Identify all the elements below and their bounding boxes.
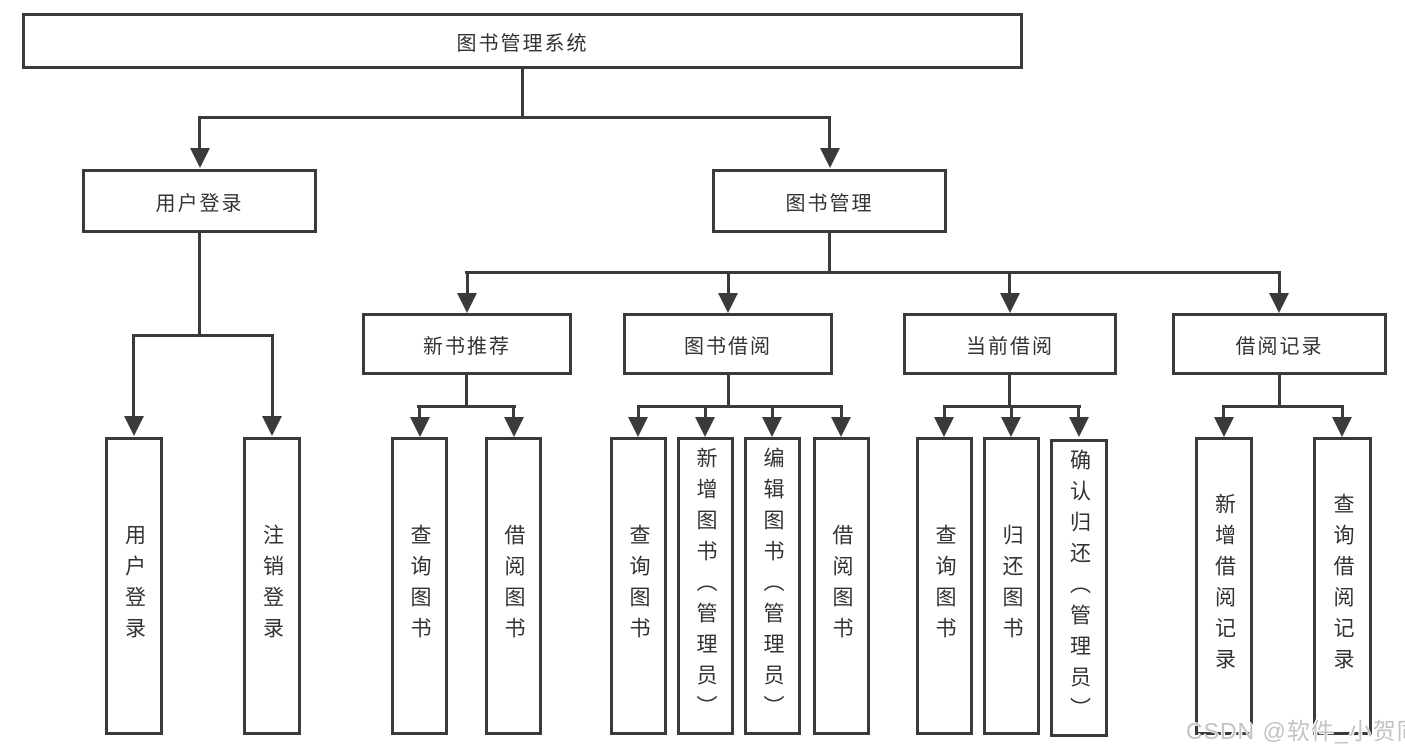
- node-user-login-branch: 用户登录: [82, 169, 317, 233]
- node-label: 归还图书: [1000, 524, 1023, 648]
- arrow-down-icon: [1000, 293, 1020, 313]
- connector-stem: [271, 334, 274, 416]
- arrow-down-icon: [262, 416, 282, 436]
- leaf-edit-book-admin: 编辑图书（管理员）: [744, 437, 801, 735]
- connector-stub: [465, 375, 468, 408]
- connector-level2-hline: [465, 271, 1281, 274]
- node-label: 新增图书（管理员）: [694, 446, 717, 726]
- connector-root-stub: [521, 69, 524, 119]
- node-label: 用户登录: [122, 524, 146, 648]
- node-label: 查询借阅记录: [1331, 493, 1354, 679]
- connector-stem: [1341, 405, 1344, 419]
- node-label: 查询图书: [627, 524, 650, 648]
- connector-hline: [1222, 405, 1344, 408]
- node-new-book-recommend: 新书推荐: [362, 313, 572, 375]
- node-label: 新书推荐: [423, 335, 511, 358]
- node-borrowing-records: 借阅记录: [1172, 313, 1387, 375]
- node-label: 注销登录: [260, 524, 284, 648]
- leaf-confirm-return-admin: 确认归还（管理员）: [1050, 439, 1108, 737]
- connector-level1-hline: [198, 116, 831, 119]
- arrow-down-icon: [457, 293, 477, 313]
- connector-stem: [1077, 405, 1080, 419]
- arrow-down-icon: [831, 417, 851, 437]
- connector-stem: [943, 405, 946, 419]
- arrow-down-icon: [124, 416, 144, 436]
- connector-stem: [466, 271, 469, 296]
- leaf-logout: 注销登录: [243, 437, 301, 735]
- leaf-borrow-books-recommend: 借阅图书: [485, 437, 542, 735]
- arrow-down-icon: [695, 417, 715, 437]
- leaf-add-borrow-record: 新增借阅记录: [1195, 437, 1253, 735]
- arrow-down-icon: [190, 148, 210, 168]
- arrow-down-icon: [718, 293, 738, 313]
- node-label: 查询图书: [933, 524, 956, 648]
- connector-user-login-hline: [132, 334, 274, 337]
- leaf-user-login: 用户登录: [105, 437, 163, 735]
- node-label: 图书借阅: [684, 335, 772, 358]
- arrow-down-icon: [410, 417, 430, 437]
- leaf-query-books-recommend: 查询图书: [391, 437, 448, 735]
- node-label: 借阅图书: [830, 524, 853, 648]
- node-library-management-system: 图书管理系统: [22, 13, 1023, 69]
- node-label: 借阅记录: [1235, 335, 1324, 358]
- connector-book-mgmt-down: [828, 233, 831, 274]
- connector-hline: [417, 405, 516, 408]
- node-label: 查询图书: [408, 524, 431, 648]
- arrow-down-icon: [934, 417, 954, 437]
- node-label: 确认归还（管理员）: [1067, 448, 1091, 728]
- node-label: 图书管理: [785, 192, 874, 215]
- connector-stem: [704, 405, 707, 419]
- arrow-down-icon: [1214, 417, 1234, 437]
- connector-stub: [727, 375, 730, 408]
- connector-book-mgmt-stem: [828, 116, 831, 152]
- connector-stem: [1010, 405, 1013, 419]
- node-label: 用户登录: [155, 192, 244, 215]
- leaf-query-books-borrowing: 查询图书: [610, 437, 667, 735]
- arrow-down-icon: [762, 417, 782, 437]
- connector-stem: [1222, 405, 1225, 419]
- node-book-management-branch: 图书管理: [712, 169, 947, 233]
- node-label: 借阅图书: [502, 524, 525, 648]
- connector-stem: [512, 405, 515, 419]
- node-label: 当前借阅: [966, 335, 1054, 358]
- connector-stub: [1278, 375, 1281, 408]
- connector-stem: [727, 271, 730, 296]
- leaf-query-borrow-record: 查询借阅记录: [1313, 437, 1372, 735]
- node-label: 新增借阅记录: [1212, 493, 1236, 679]
- connector-user-login-down: [198, 233, 201, 336]
- connector-stem: [771, 405, 774, 419]
- arrow-down-icon: [504, 417, 524, 437]
- arrow-down-icon: [1269, 293, 1289, 313]
- connector-stem: [132, 334, 135, 416]
- connector-stem: [418, 405, 421, 419]
- arrow-down-icon: [1332, 417, 1352, 437]
- leaf-query-books-current: 查询图书: [916, 437, 973, 735]
- arrow-down-icon: [820, 148, 840, 168]
- leaf-return-book: 归还图书: [983, 437, 1040, 735]
- arrow-down-icon: [1069, 417, 1089, 437]
- connector-hline: [637, 405, 843, 408]
- connector-stem: [637, 405, 640, 419]
- connector-stub: [1008, 375, 1011, 408]
- node-label: 编辑图书（管理员）: [761, 446, 784, 726]
- arrow-down-icon: [1001, 417, 1021, 437]
- connector-stem: [840, 405, 843, 419]
- node-label: 图书管理系统: [456, 32, 589, 55]
- csdn-watermark: CSDN @软件_小贺同学: [1186, 718, 1405, 744]
- node-book-borrowing: 图书借阅: [623, 313, 833, 375]
- connector-stem: [1008, 271, 1011, 296]
- leaf-borrow-books-borrowing: 借阅图书: [813, 437, 870, 735]
- connector-stem: [1278, 271, 1281, 296]
- leaf-add-book-admin: 新增图书（管理员）: [677, 437, 734, 735]
- connector-user-login-stem: [198, 116, 201, 152]
- node-current-borrowing: 当前借阅: [903, 313, 1117, 375]
- arrow-down-icon: [628, 417, 648, 437]
